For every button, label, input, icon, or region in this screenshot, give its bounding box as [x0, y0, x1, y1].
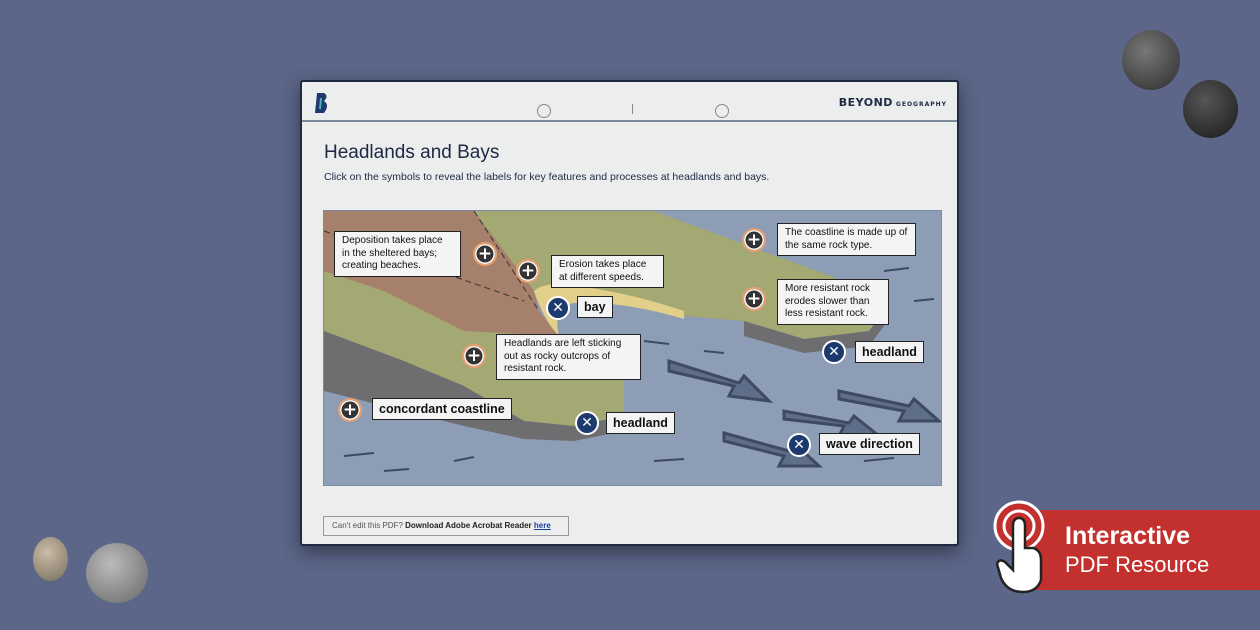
close-circle-icon[interactable]: ✕ [787, 433, 811, 457]
close-circle-icon[interactable]: ✕ [575, 411, 599, 435]
plus-circle-icon[interactable]: + [338, 398, 362, 422]
annotation-headlands: Headlands are left sticking out as rocky… [496, 334, 641, 380]
plus-circle-icon[interactable]: + [516, 259, 540, 283]
acrobat-notice: Can't edit this PDF? Download Adobe Acro… [323, 516, 569, 536]
close-circle-icon[interactable]: ✕ [546, 296, 570, 320]
headlands-bays-diagram: Deposition takes place in the sheltered … [323, 210, 942, 486]
page-nav-dot[interactable] [715, 104, 729, 118]
badge-line-1: Interactive [1065, 522, 1191, 550]
divider [632, 104, 633, 114]
acrobat-download-link[interactable]: here [533, 521, 551, 530]
label-wave-direction: wave direction [819, 433, 920, 455]
pebble [86, 543, 148, 603]
annotation-same-rock: The coastline is made up of the same roc… [777, 223, 916, 256]
label-headland: headland [606, 412, 675, 434]
plus-circle-icon[interactable]: + [473, 242, 497, 266]
close-circle-icon[interactable]: ✕ [822, 340, 846, 364]
beyond-logo-icon [315, 93, 327, 113]
plus-circle-icon[interactable]: + [742, 228, 766, 252]
annotation-erosion: Erosion takes place at different speeds. [551, 255, 664, 288]
annotation-deposition: Deposition takes place in the sheltered … [334, 231, 461, 277]
interactive-pdf-badge: Interactive PDF Resource [1035, 510, 1260, 590]
pebble [33, 537, 68, 581]
plus-circle-icon[interactable]: + [742, 287, 766, 311]
label-headland: headland [855, 341, 924, 363]
pebble [1122, 30, 1180, 90]
page-nav-dot[interactable] [537, 104, 551, 118]
label-concordant-coastline: concordant coastline [372, 398, 512, 420]
pointer-hand-icon [993, 500, 1045, 594]
page-title: Headlands and Bays [324, 142, 500, 163]
badge-line-2: PDF Resource [1065, 552, 1210, 577]
pebble [1183, 80, 1238, 138]
instructions: Click on the symbols to reveal the label… [324, 171, 770, 183]
plus-circle-icon[interactable]: + [462, 344, 486, 368]
annotation-resistant-rock: More resistant rock erodes slower than l… [777, 279, 889, 325]
label-bay: bay [577, 296, 613, 318]
